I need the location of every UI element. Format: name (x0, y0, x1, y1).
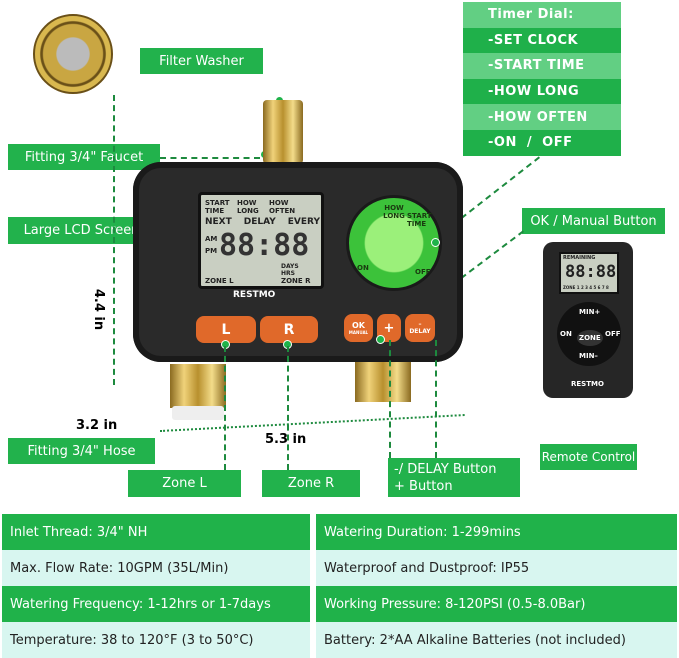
zone-r-button[interactable]: R (260, 316, 318, 343)
hose-fitting-left (170, 364, 226, 408)
lcd-days: DAYS HRS (281, 263, 299, 277)
spec-cell: Working Pressure: 8-120PSI (0.5-8.0Bar) (316, 586, 677, 622)
remote-pad: MIN+ MIN– ON OFF ZONE (557, 302, 621, 366)
timer-dial-title: Timer Dial: (463, 2, 621, 28)
ok-label: OK (352, 321, 365, 330)
dial-label: OFF (415, 268, 431, 276)
zone-l-label: Zone L (128, 470, 241, 497)
callout-dot (221, 340, 230, 349)
timer-dial-item: -START TIME (463, 53, 621, 79)
callout-line (224, 346, 226, 470)
brand-logo: RESTMO (233, 290, 276, 300)
timer-dial[interactable]: HOW LONG START TIME OFF ON (346, 195, 442, 291)
spec-cell: Battery: 2*AA Alkaline Batteries (not in… (316, 622, 677, 658)
remote-lcd: REMAINING 88:88 ZONE 1 2 3 4 5 6 7 8 (559, 252, 619, 294)
height-dimension: 4.4 in (91, 288, 107, 331)
fitting-hose-label: Fitting 3/4" Hose (8, 438, 155, 464)
width-dimension: 5.3 in (265, 432, 307, 447)
lcd-next: NEXT (205, 217, 232, 227)
depth-dimension: 3.2 in (76, 418, 118, 433)
spec-cell: Watering Frequency: 1-12hrs or 1-7days (2, 586, 310, 622)
timer-dial-item: -SET CLOCK (463, 27, 621, 54)
timer-dial-list: Timer Dial: -SET CLOCK -START TIME -HOW … (463, 2, 621, 156)
lcd-screen-label: Large LCD Screen (8, 217, 155, 244)
lcd-digits: 88:88 (219, 228, 310, 263)
lcd-every: EVERY (287, 217, 320, 227)
lcd-zone-r: ZONE R (281, 277, 311, 285)
remote-zones: ZONE 1 2 3 4 5 6 7 8 (563, 285, 609, 290)
lcd-start-time: START TIME (205, 199, 230, 215)
hose-thread-left (172, 406, 224, 420)
callout-line (435, 340, 437, 458)
lcd-screen: START TIME HOW LONG HOW OFTEN NEXT DELAY… (198, 192, 324, 289)
hose-fitting-right (355, 362, 411, 402)
filter-washer-label: Filter Washer (140, 48, 263, 74)
dimension-line (113, 95, 115, 385)
callout-dot (283, 340, 292, 349)
lcd-zone-l: ZONE L (205, 277, 234, 285)
callout-dot (431, 238, 440, 247)
spec-cell: Max. Flow Rate: 10GPM (35L/Min) (2, 550, 310, 586)
remote-min-minus[interactable]: MIN– (579, 352, 598, 360)
remote-off[interactable]: OFF (605, 330, 621, 338)
minus-label: – (418, 321, 422, 328)
delay-plus-label: -/ DELAY Button + Button (388, 458, 520, 497)
remote-control-label: Remote Control (540, 444, 637, 470)
lcd-how-long: HOW LONG (237, 199, 259, 215)
remote-control: REMAINING 88:88 ZONE 1 2 3 4 5 6 7 8 MIN… (543, 242, 633, 398)
timer-dial-item: -HOW LONG (463, 78, 621, 105)
remote-remaining: REMAINING (563, 255, 596, 261)
lcd-am: AM (205, 235, 218, 243)
callout-dot (376, 335, 385, 344)
ok-manual-label: OK / Manual Button (522, 208, 665, 234)
remote-on[interactable]: ON (560, 330, 572, 338)
spec-cell: Inlet Thread: 3/4" NH (2, 514, 310, 550)
spec-cell: Waterproof and Dustproof: IP55 (316, 550, 677, 586)
delay-button[interactable]: –DELAY (405, 314, 435, 342)
filter-washer-image (33, 14, 113, 94)
spec-cell: Watering Duration: 1-299mins (316, 514, 677, 550)
timer-dial-item: -ON / OFF (463, 129, 621, 156)
callout-line (389, 340, 391, 458)
remote-digits: 88:88 (565, 262, 617, 282)
fitting-faucet-label: Fitting 3/4" Faucet (8, 144, 160, 170)
water-timer-device: START TIME HOW LONG HOW OFTEN NEXT DELAY… (133, 162, 463, 362)
zone-l-button[interactable]: L (196, 316, 256, 343)
lcd-delay: DELAY (243, 217, 276, 227)
dial-label: ON (357, 264, 369, 272)
plus-button-text: + Button (394, 478, 453, 494)
delay-button-text: -/ DELAY Button (394, 461, 497, 477)
timer-dial-item: -HOW OFTEN (463, 104, 621, 130)
dial-label: START TIME (407, 212, 432, 228)
spec-cell: Temperature: 38 to 120°F (3 to 50°C) (2, 622, 310, 658)
delay-label: DELAY (409, 328, 431, 335)
faucet-fitting (263, 100, 303, 164)
callout-line (287, 346, 289, 470)
lcd-pm: PM (205, 247, 218, 255)
lcd-how-often: HOW OFTEN (269, 199, 296, 215)
manual-label: MANUAL (348, 330, 369, 335)
remote-brand: RESTMO (571, 380, 604, 388)
dial-label: HOW LONG (383, 204, 405, 220)
zone-r-label: Zone R (262, 470, 360, 497)
remote-min-plus[interactable]: MIN+ (579, 308, 601, 316)
callout-line (160, 157, 260, 159)
remote-zone[interactable]: ZONE (577, 330, 603, 346)
